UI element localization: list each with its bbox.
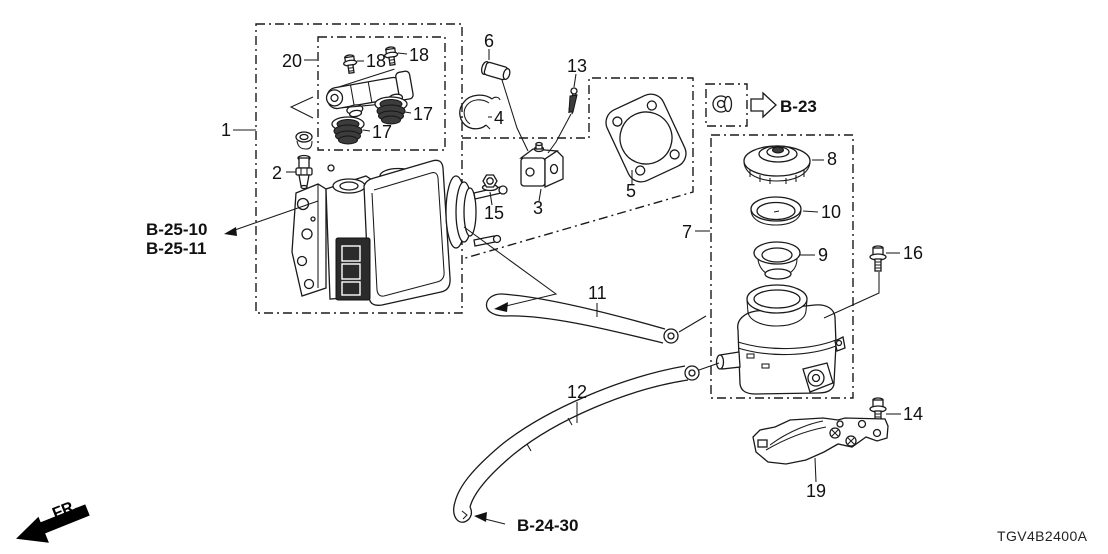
b23-arrow-icon <box>750 91 777 119</box>
callout-18b[interactable]: 18 <box>409 45 429 65</box>
callout-11[interactable]: 11 <box>588 283 607 303</box>
leader-lines <box>224 49 901 525</box>
seal-17b-drawing <box>331 116 365 145</box>
callout-17b[interactable]: 17 <box>372 122 392 142</box>
front-direction-indicator: FR. <box>16 497 90 543</box>
ref-b-24-30[interactable]: B-24-30 <box>517 516 578 535</box>
callout-8[interactable]: 8 <box>827 149 837 169</box>
ref-b-25-11[interactable]: B-25-11 <box>146 239 206 258</box>
callout-6[interactable]: 6 <box>484 31 494 51</box>
callout-19[interactable]: 19 <box>806 481 826 501</box>
master-cylinder-drawing <box>325 68 414 118</box>
callout-16[interactable]: 16 <box>903 243 923 263</box>
ref-b-25-10[interactable]: B-25-10 <box>146 220 207 239</box>
hose-11-drawing <box>485 293 679 344</box>
callout-14[interactable]: 14 <box>903 404 923 424</box>
pin-6-drawing <box>480 60 511 81</box>
bleeder-2-drawing <box>295 154 313 190</box>
bracket-3-drawing <box>519 141 564 189</box>
callout-15[interactable]: 15 <box>484 203 504 223</box>
callout-10[interactable]: 10 <box>821 202 841 222</box>
ref-b-23[interactable]: B-23 <box>780 97 817 116</box>
grommet-b23-drawing <box>712 95 733 113</box>
callout-9[interactable]: 9 <box>818 245 828 265</box>
seal-17a-drawing <box>374 96 408 125</box>
bracket-19-drawing <box>752 417 889 465</box>
assembly-box-1 <box>255 23 463 314</box>
reservoir-cap-8-drawing <box>743 145 811 184</box>
callout-12[interactable]: 12 <box>567 382 587 402</box>
modulator-unit-drawing <box>291 159 508 306</box>
callout-17a[interactable]: 17 <box>413 104 433 124</box>
diaphragm-10-drawing <box>750 196 802 226</box>
reservoir-box-7 <box>710 134 854 399</box>
cap-drawing <box>295 131 313 150</box>
bolt-16-drawing <box>869 245 887 272</box>
callout-4[interactable]: 4 <box>494 108 504 128</box>
callout-18a[interactable]: 18 <box>366 51 386 71</box>
callout-5[interactable]: 5 <box>626 181 636 201</box>
callout-1[interactable]: 1 <box>221 120 231 140</box>
callout-20[interactable]: 20 <box>282 51 302 71</box>
reservoir-body-drawing <box>715 284 846 395</box>
kit-pointer-lines <box>289 96 314 119</box>
kit-box-20 <box>317 36 446 151</box>
fr-arrow-icon <box>16 504 90 543</box>
grommet-box-b23 <box>705 83 748 127</box>
gasket-group-outline <box>461 77 694 260</box>
strainer-9-drawing <box>753 241 801 280</box>
hose-12-drawing <box>453 365 700 523</box>
gasket-5-drawing <box>605 93 687 183</box>
cotter-pin-13-drawing <box>568 87 578 115</box>
callout-2[interactable]: 2 <box>272 163 282 183</box>
diagram-code: TGV4B2400A <box>997 528 1088 544</box>
bolt-14-drawing <box>869 397 887 424</box>
bolt-18a-drawing <box>343 54 358 74</box>
callout-13[interactable]: 13 <box>567 56 587 76</box>
bolt-18b-drawing <box>384 46 399 66</box>
nut-15-drawing <box>481 174 499 192</box>
callout-3[interactable]: 3 <box>533 198 543 218</box>
clip-4-drawing <box>459 94 501 130</box>
callout-7[interactable]: 7 <box>682 222 692 242</box>
